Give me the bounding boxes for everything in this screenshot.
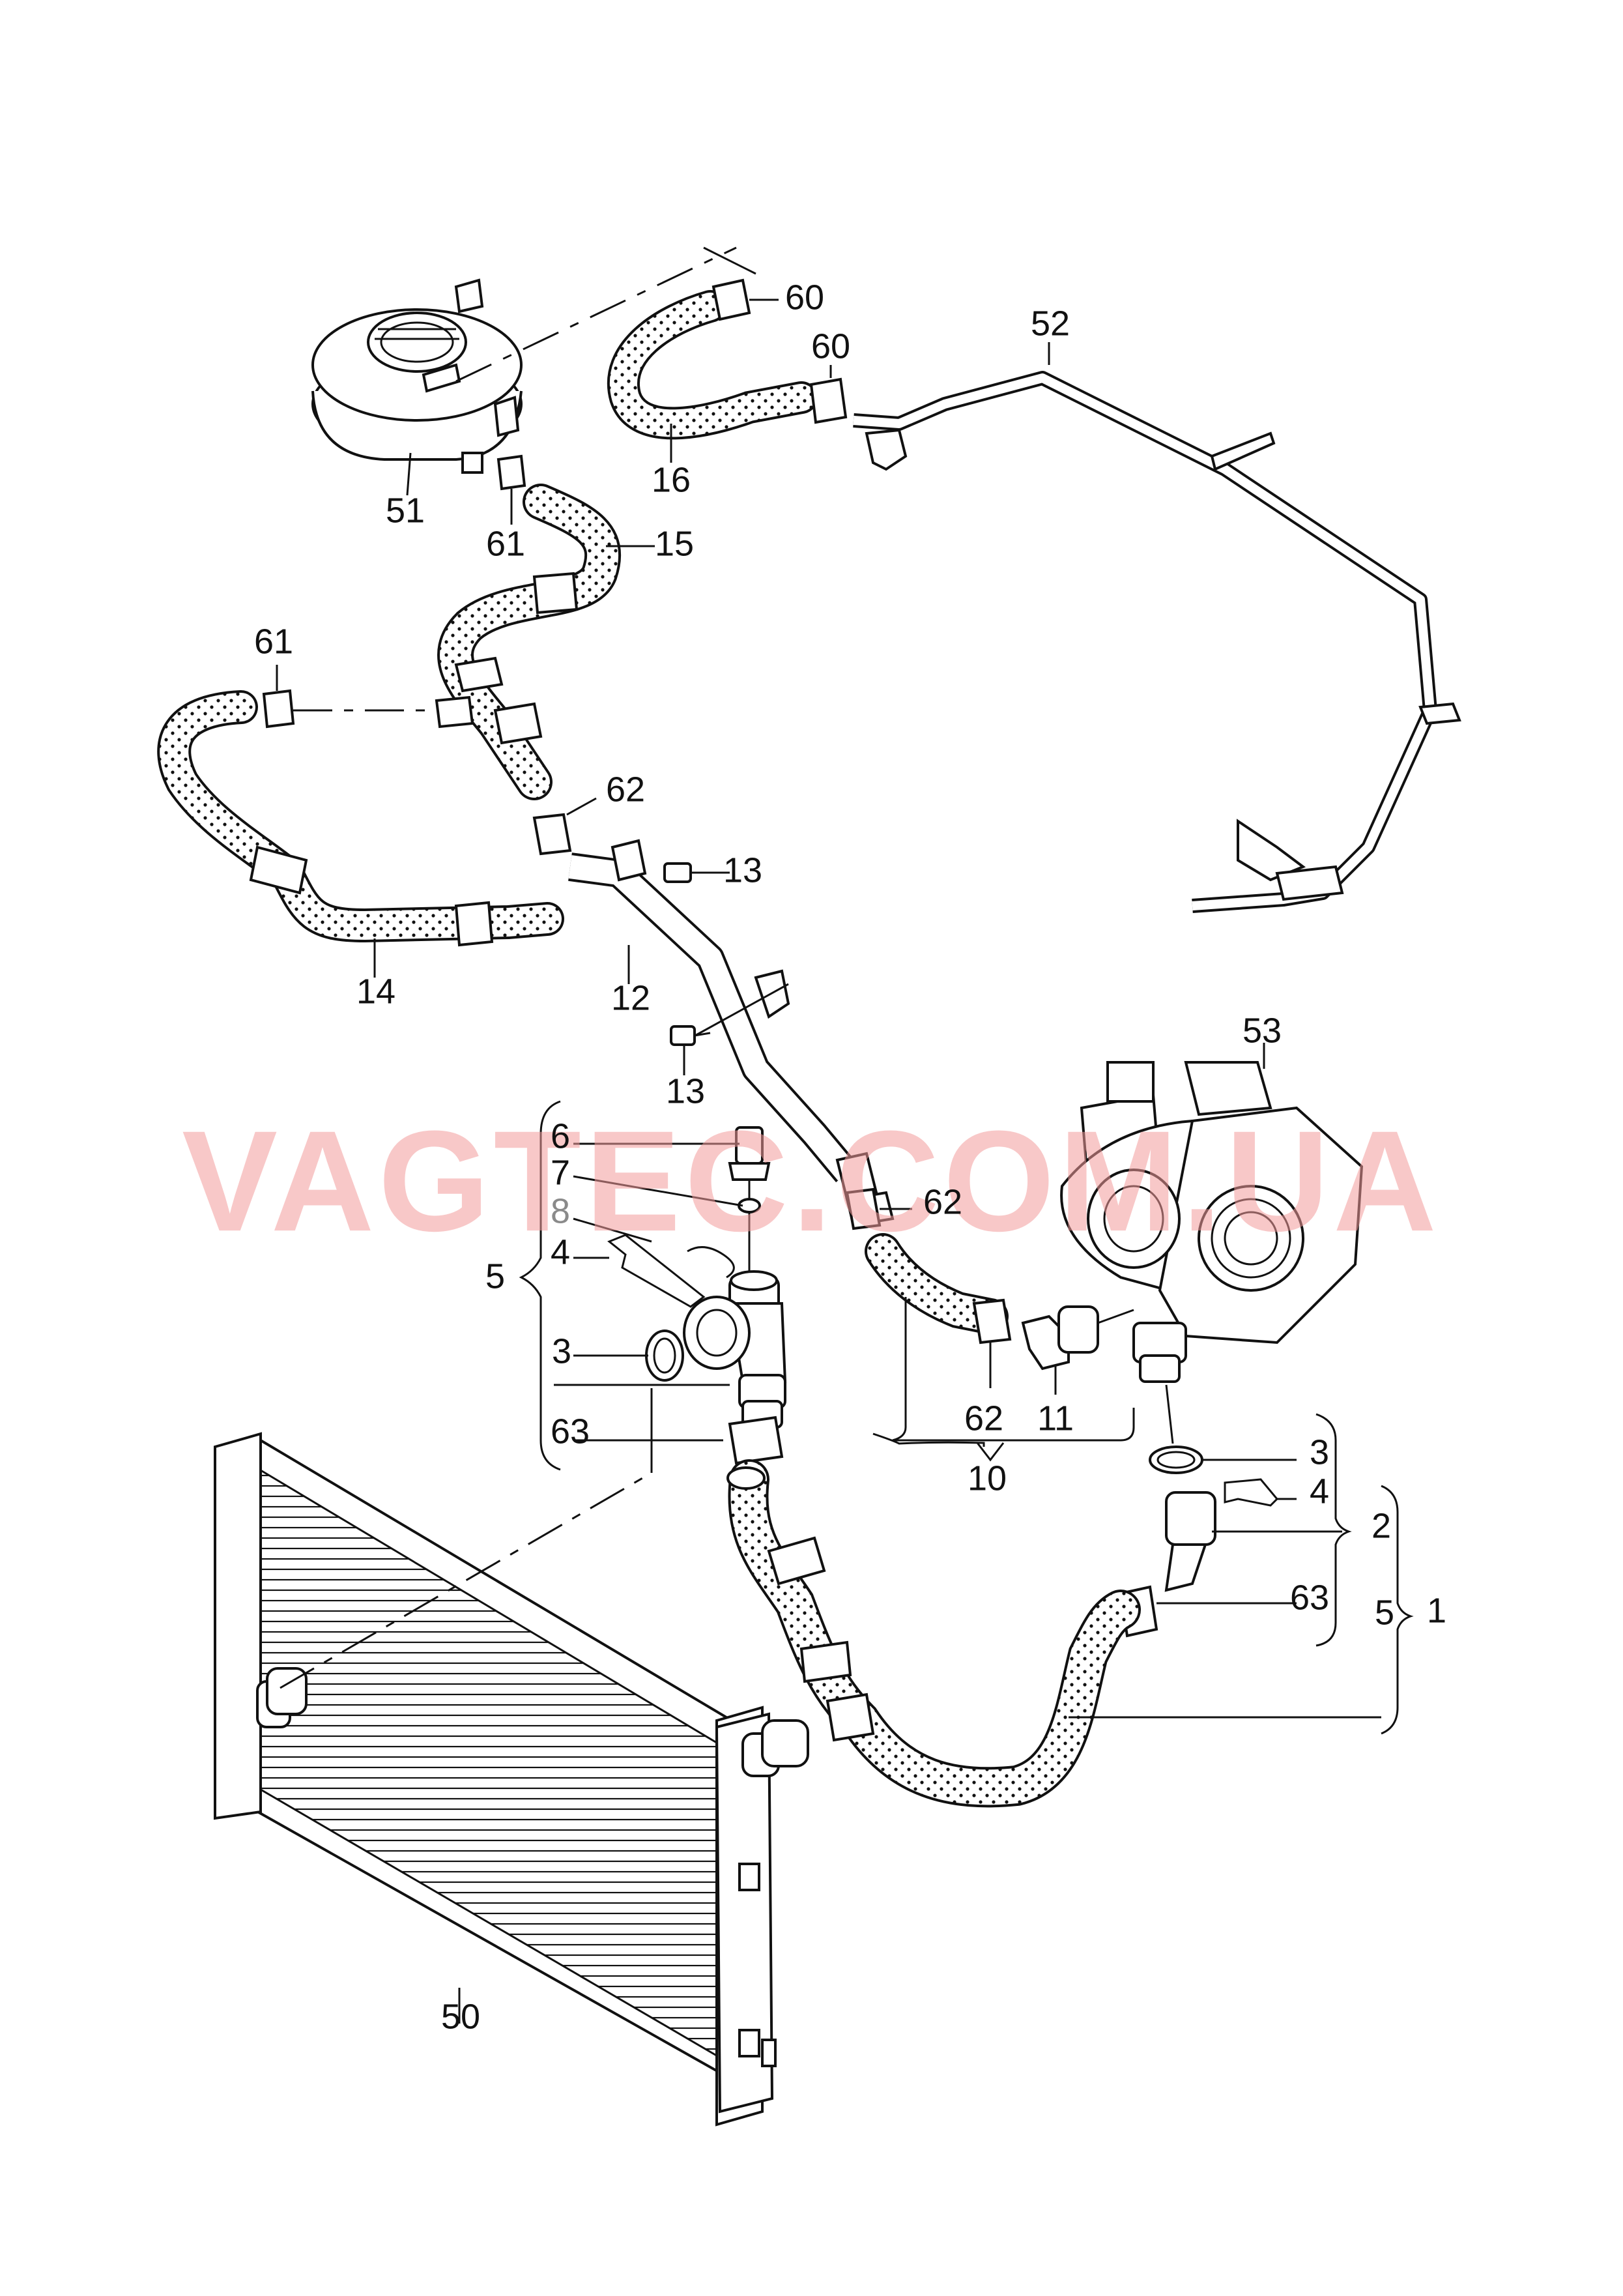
coolant-connector [683, 1270, 787, 1429]
pipe-12 [568, 839, 858, 1183]
label-4-upper: 4 [551, 1232, 570, 1272]
clamp-60-top [711, 278, 779, 321]
bolt-13-top [663, 862, 730, 883]
clamp-61-left [262, 665, 474, 729]
clamp-63-lower [1119, 1585, 1297, 1638]
pipe-52 [853, 342, 1461, 913]
label-2: 2 [1372, 1506, 1391, 1545]
label-13-top: 13 [723, 850, 762, 890]
radiator [214, 1432, 809, 2127]
hose-15 [437, 484, 655, 800]
label-13-bottom: 13 [666, 1071, 705, 1111]
label-15: 15 [655, 524, 694, 563]
clamp-60-mid [809, 365, 848, 424]
label-12: 12 [611, 978, 650, 1017]
label-63-lower: 63 [1290, 1578, 1329, 1617]
label-50: 50 [441, 1997, 480, 2036]
label-6: 6 [551, 1116, 570, 1155]
label-51: 51 [386, 491, 425, 530]
label-61-left: 61 [254, 622, 293, 661]
label-63-upper: 63 [551, 1412, 590, 1451]
retainer-clip-4-lower [1224, 1478, 1279, 1507]
label-10: 10 [968, 1459, 1007, 1498]
lower-connector [1164, 1491, 1216, 1592]
label-53: 53 [1242, 1011, 1282, 1050]
label-62-top: 62 [606, 770, 645, 809]
retainer-clip-4-upper [607, 1234, 735, 1308]
label-61-top: 61 [486, 524, 525, 563]
lower-radiator-hose [726, 1459, 1141, 1808]
elbow-11 [1021, 1305, 1134, 1395]
clamp-62-top [532, 797, 597, 856]
bolt-13-bottom [670, 1025, 711, 1075]
o-ring-3-lower [1149, 1446, 1203, 1474]
label-11: 11 [1037, 1399, 1074, 1438]
label-60-mid: 60 [811, 327, 850, 366]
label-3-lower: 3 [1310, 1432, 1329, 1472]
label-7: 7 [551, 1153, 570, 1192]
label-5-left: 5 [485, 1257, 505, 1296]
label-4-lower: 4 [1310, 1472, 1329, 1511]
label-52: 52 [1031, 304, 1070, 343]
hose-mid [835, 1152, 1009, 1335]
o-ring-3-upper [645, 1330, 684, 1382]
hose-16 [607, 290, 818, 463]
expansion-tank [311, 278, 523, 496]
clamp-63-upper [573, 1416, 784, 1465]
watermark: VAGTEC.COM.UA [182, 1101, 1441, 1261]
hose-14 [157, 690, 564, 978]
label-14: 14 [356, 972, 395, 1011]
temperature-sender [728, 1126, 771, 1206]
label-62-low: 62 [964, 1399, 1003, 1438]
label-16: 16 [652, 460, 691, 499]
label-1: 1 [1427, 1591, 1446, 1630]
label-60-top: 60 [785, 278, 824, 317]
clamp-62-low [972, 1298, 1012, 1388]
clamp-62-mid [845, 1187, 912, 1230]
clamp-61-top [496, 454, 526, 525]
label-62-mid: 62 [923, 1182, 962, 1221]
thermostat-housing [1060, 1043, 1364, 1383]
label-3-upper: 3 [552, 1331, 571, 1371]
label-8: 8 [551, 1191, 570, 1230]
label-5-right: 5 [1375, 1593, 1394, 1632]
